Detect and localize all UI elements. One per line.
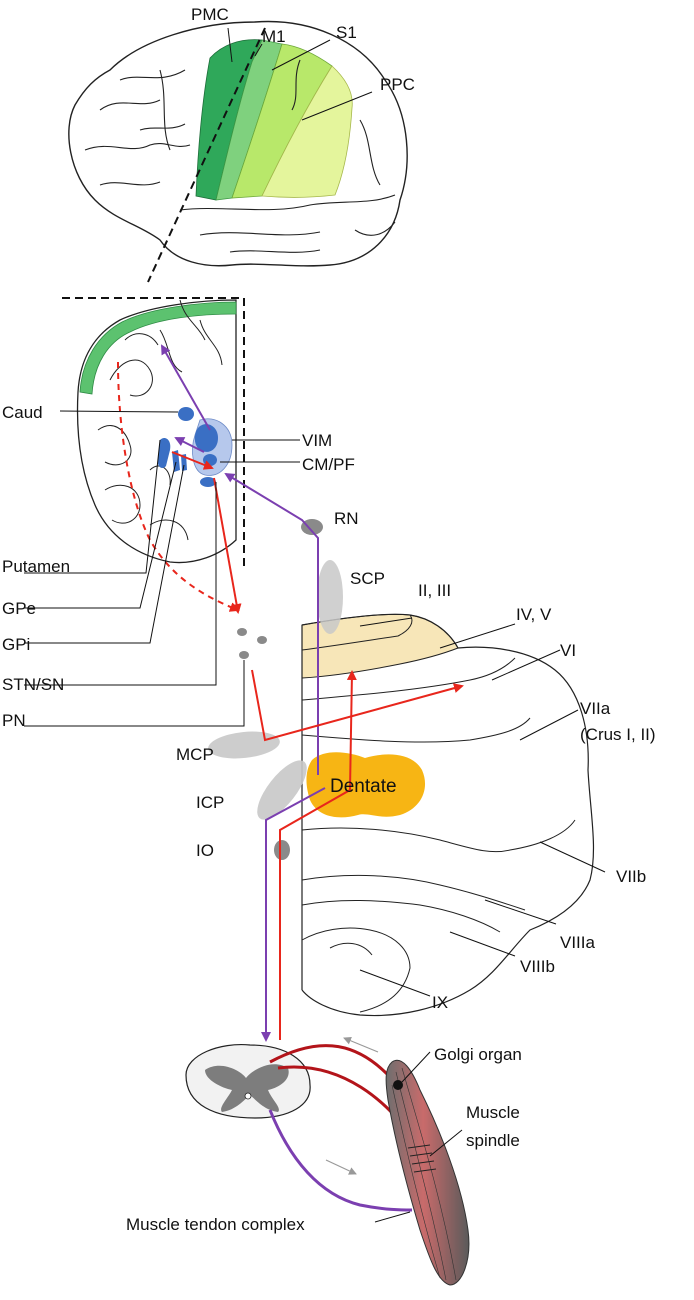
lateral-brain-view: PMC M1 S1 PPC <box>68 5 415 283</box>
vim-nucleus <box>194 424 218 452</box>
gpe-label: GPe <box>2 599 36 618</box>
vi-label: VI <box>560 641 576 660</box>
ppc-label: PPC <box>380 75 415 94</box>
spinal-grey-matter <box>205 1064 289 1112</box>
muscle-belly <box>385 1059 470 1286</box>
stn-sn <box>200 477 216 487</box>
spindle-label: spindle <box>466 1131 520 1150</box>
cerebellum <box>208 519 595 1017</box>
m1-label: M1 <box>262 27 286 46</box>
cortex-leaders <box>227 27 373 121</box>
cerebellum-outline <box>301 613 595 1017</box>
brain-sulci <box>84 59 396 253</box>
s1-label: S1 <box>336 23 357 42</box>
gray-arrow-upper <box>343 1036 379 1053</box>
rn-label: RN <box>334 509 359 528</box>
pmc-label: PMC <box>191 5 229 24</box>
section-leaders <box>24 410 606 997</box>
muscle-fibers <box>391 1067 457 1281</box>
mcp-label: MCP <box>176 745 214 764</box>
periphery: Golgi organ Muscle spindle Muscle tendon… <box>126 1036 522 1286</box>
basal-ganglia-purple <box>174 437 205 453</box>
viiia-label: VIIIa <box>560 933 596 952</box>
caud-label: Caud <box>2 403 43 422</box>
tendon-label: Muscle tendon complex <box>126 1215 305 1234</box>
muscle-label: Muscle <box>466 1103 520 1122</box>
central-canal <box>244 1092 252 1100</box>
cerebellar-folia <box>301 614 576 1013</box>
dentate-nucleus <box>306 752 426 818</box>
gpi-label: GPi <box>2 635 30 654</box>
corticopontine-dashed <box>117 361 240 612</box>
periphery-leaders <box>374 1051 463 1223</box>
scp-label: SCP <box>350 569 385 588</box>
icp-label: ICP <box>196 793 224 812</box>
cortical-strip <box>79 301 237 395</box>
scp-peduncle <box>317 560 343 634</box>
ppc-region <box>261 65 353 198</box>
efferent-fiber <box>268 1109 413 1212</box>
iv-v-label: IV, V <box>516 605 552 624</box>
ii-iii-label: II, III <box>418 581 451 600</box>
dentatothalamic-tract <box>224 472 319 775</box>
putamen <box>157 438 171 468</box>
putamen-label: Putamen <box>2 557 70 576</box>
coronal-cut-line <box>147 27 266 283</box>
spinocerebellar-tract <box>279 670 357 1040</box>
afferent-fiber-1 <box>269 1044 400 1087</box>
vim-label: VIM <box>302 431 332 450</box>
pontine-nuclei <box>237 628 267 659</box>
descending-purple-tract <box>261 787 326 1042</box>
icp-peduncle <box>257 760 307 820</box>
io-label: IO <box>196 841 214 860</box>
dentate-label: Dentate <box>330 776 397 797</box>
coronal-section <box>62 297 245 566</box>
golgi-label: Golgi organ <box>434 1045 522 1064</box>
ix-label: IX <box>432 993 448 1012</box>
pathways <box>117 344 464 1042</box>
gpe <box>172 450 180 472</box>
cm-pf-label: CM/PF <box>302 455 355 474</box>
stn-sn-label: STN/SN <box>2 675 64 694</box>
red-nucleus <box>301 519 323 535</box>
inferior-olive <box>274 840 290 860</box>
crus-label: (Crus I, II) <box>580 725 656 744</box>
striatal-red <box>171 451 214 470</box>
coronal-frame <box>62 297 245 566</box>
muscle-spindle <box>407 1144 437 1173</box>
caudate-nucleus <box>178 407 194 421</box>
golgi-tendon-organ <box>393 1080 403 1090</box>
stn-pn-red <box>213 477 242 614</box>
viia-label: VIIa <box>580 699 611 718</box>
viiib-label: VIIIb <box>520 957 555 976</box>
mcp-peduncle <box>208 731 280 759</box>
pontocerebellar-tract <box>251 669 464 742</box>
gray-arrow-lower <box>325 1159 357 1175</box>
pn-label: PN <box>2 711 26 730</box>
thalamocortical-tract <box>161 344 211 431</box>
viib-label: VIIb <box>616 867 646 886</box>
